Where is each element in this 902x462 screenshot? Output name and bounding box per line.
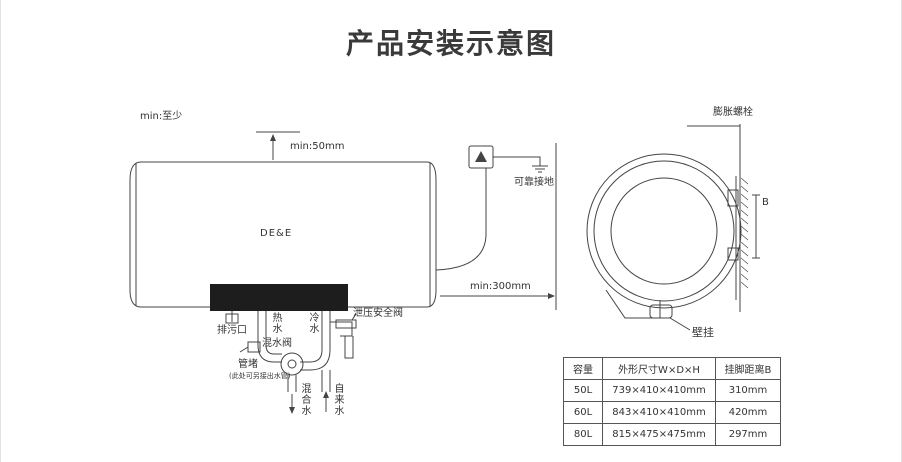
table-cell: 815×475×475mm	[602, 423, 716, 446]
dim-b-label: B	[762, 197, 769, 208]
hot-pipe-bend-inner	[265, 344, 282, 355]
pipe-plug-leader	[239, 346, 249, 353]
cold-pipe-bend-inner	[300, 349, 331, 371]
relief-valve-label: 泄压安全阀	[353, 308, 403, 319]
ground-wire	[493, 156, 541, 166]
mounting-bracket	[727, 189, 739, 207]
mixing-valve-label: 混水阀	[262, 338, 292, 349]
table-cell: 297mm	[715, 423, 781, 446]
mixed-arrow-head	[289, 407, 295, 414]
table-cell: 80L	[563, 423, 603, 446]
table-row: 60L 843×410×410mm 420mm	[563, 401, 781, 424]
table-cell: 50L	[563, 379, 603, 402]
tap-inlet-pipe	[321, 370, 331, 392]
side-view-mid	[593, 160, 735, 302]
hot-water-label: 热水	[272, 313, 283, 335]
min-note-label: min:至少	[140, 111, 183, 122]
left-border	[0, 0, 1, 462]
power-cord	[435, 168, 487, 271]
hot-pipe	[257, 310, 267, 345]
mixing-valve-core	[287, 359, 297, 369]
spec-table: 容量 外形尺寸W×D×H 挂脚距离B 50L 739×410×410mm 310…	[563, 357, 781, 446]
control-panel	[210, 284, 348, 311]
socket-symbol	[475, 151, 487, 162]
table-row: 80L 815×475×475mm 297mm	[563, 423, 781, 446]
hot-pipe-bend	[257, 344, 282, 363]
wall-hang-leader	[669, 317, 691, 331]
min300-label: min:300mm	[470, 281, 531, 292]
mixed-water-label: 混合水	[301, 384, 312, 417]
expansion-bolt-label: 膨胀螺栓	[713, 107, 753, 118]
mixed-outlet-pipe	[287, 375, 297, 392]
mounting-bracket-2	[727, 247, 739, 261]
min300-arrow	[548, 293, 555, 299]
side-mount-bracket	[605, 289, 661, 319]
min50-label: min:50mm	[290, 141, 345, 152]
relief-valve-drain	[344, 336, 354, 359]
relief-valve-body	[330, 321, 353, 337]
table-header-row: 容量 外形尺寸W×D×H 挂脚距离B	[563, 357, 781, 380]
cold-water-label: 冷水	[309, 313, 320, 335]
table-header-cell: 挂脚距离B	[715, 357, 781, 380]
cold-pipe	[321, 310, 331, 350]
wall-hatching	[740, 177, 749, 289]
drain-label: 排污口	[217, 325, 247, 336]
brand-logo: DE&E	[260, 228, 293, 239]
table-cell: 60L	[563, 401, 603, 424]
drain-fitting	[225, 313, 239, 324]
side-view-inner	[610, 177, 718, 285]
mixing-valve-body	[280, 352, 304, 376]
relief-leader	[351, 313, 357, 321]
ground-label: 可靠接地	[514, 177, 554, 188]
side-view-outer	[586, 153, 742, 309]
pipe-plug-note: (此处可另接出水管)	[229, 372, 291, 380]
side-control-box	[649, 304, 673, 319]
tap-water-label: 自来水	[334, 384, 345, 417]
clearance-arrow-head	[270, 134, 276, 141]
table-cell: 843×410×410mm	[602, 401, 716, 424]
pipe-plug-label: 管堵	[238, 359, 258, 370]
table-cell: 420mm	[715, 401, 781, 424]
tap-arrow-head	[323, 391, 329, 398]
cold-pipe-bend	[300, 349, 323, 363]
heater-tank	[129, 161, 437, 308]
page-title: 产品安装示意图	[345, 27, 556, 60]
table-cell: 310mm	[715, 379, 781, 402]
table-header-cell: 容量	[563, 357, 603, 380]
table-cell: 739×410×410mm	[602, 379, 716, 402]
table-header-cell: 外形尺寸W×D×H	[602, 357, 716, 380]
relief-valve-handle	[335, 319, 357, 329]
table-row: 50L 739×410×410mm 310mm	[563, 379, 781, 402]
wall-hang-label: 壁挂	[692, 326, 714, 339]
